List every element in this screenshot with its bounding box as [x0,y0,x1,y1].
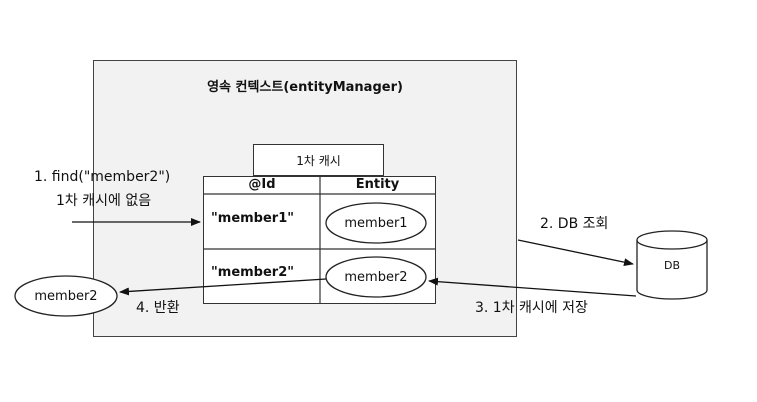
db-query-arrow [517,239,634,267]
find-request-label: 1. find("member2") [34,169,171,185]
cache-miss-label: 1차 캐시에 없음 [56,193,152,209]
db-query-label: 2. DB 조회 [540,216,609,232]
returned-member2-label: member2 [34,288,98,304]
member1-entity-label: member1 [344,215,408,231]
member2-entity-label: member2 [344,269,408,285]
save-to-cache-label: 3. 1차 캐시에 저장 [475,300,588,316]
db-label: DB [663,259,681,272]
save-to-cache-arrow [428,277,637,297]
member1-entity-ellipse [325,202,427,244]
db-cylinder-top [636,230,708,250]
returned-member2-ellipse [14,275,118,317]
first-level-cache-label-text: 1차 캐시 [296,153,341,168]
return-arrow [119,278,327,296]
table-cell-id-member1: "member1" [211,211,295,226]
member2-entity-ellipse [325,256,427,298]
first-level-cache-label: 1차 캐시 [253,144,384,176]
db-cylinder-body [636,240,708,300]
table-header-id: @Id [248,177,276,192]
return-label: 4. 반환 [136,300,180,316]
persistence-context-title: 영속 컨텍스트(entityManager) [207,80,403,95]
table-header-entity: Entity [355,177,400,192]
table-cell-id-member2: "member2" [211,265,295,280]
